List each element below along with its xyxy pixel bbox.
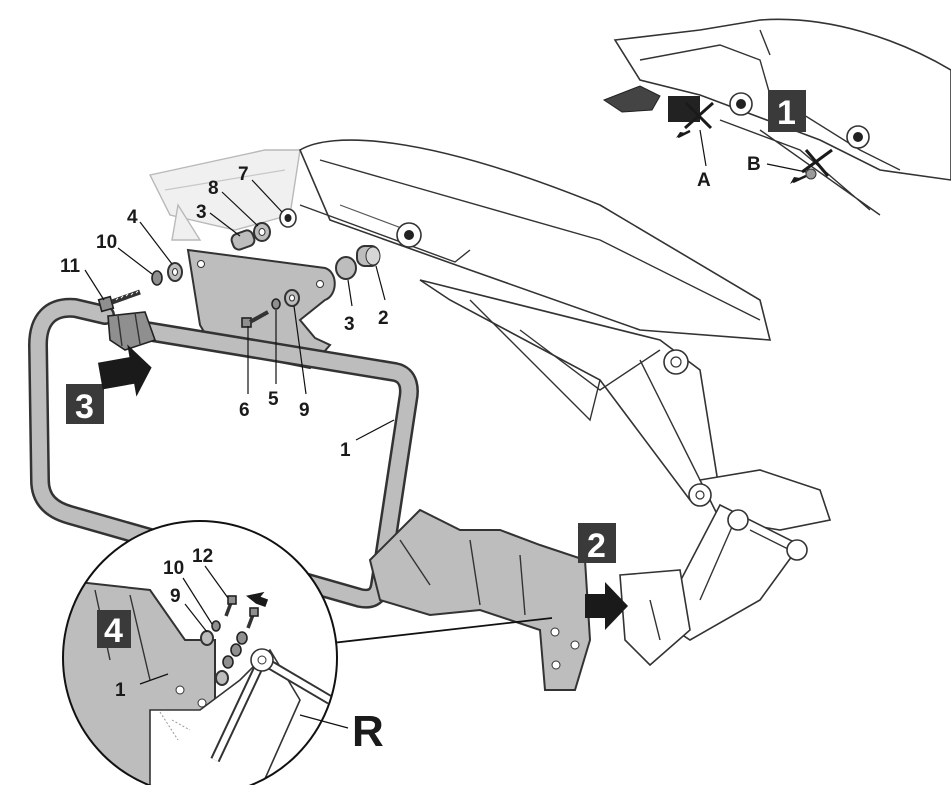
washer-5-9 [271, 289, 300, 310]
push-arrow-icon [97, 344, 152, 397]
callout-3-upper: 3 [196, 202, 207, 223]
step-badge-4 [97, 610, 131, 648]
label-a: A [697, 170, 711, 191]
callout-10: 10 [96, 232, 117, 253]
bolt-7 [279, 208, 297, 228]
callout-3-lower: 3 [344, 314, 355, 335]
remove-arrow-icon [676, 129, 807, 184]
push-arrow-icon [246, 591, 269, 608]
step-badge-3: 3 [66, 384, 104, 426]
washer-10 [151, 270, 163, 286]
push-arrow-icon [585, 582, 628, 630]
label-b: B [747, 154, 761, 175]
side-label-r: R [352, 707, 384, 756]
callout-7: 7 [238, 164, 249, 185]
bolt-6 [241, 310, 269, 328]
callout-2: 2 [378, 308, 389, 329]
bolt-11 [97, 289, 141, 313]
step-badge-1 [768, 90, 806, 132]
side-carrier-frame [28, 297, 592, 691]
callout-6: 6 [239, 400, 250, 421]
detail-circle-step-4: 4 10 12 9 1 [62, 520, 338, 790]
detail-callout-10: 10 [163, 558, 184, 579]
svg-text:1: 1 [777, 94, 796, 132]
step-badge-2: 2 [578, 523, 616, 565]
detail-callout-12: 12 [192, 546, 213, 567]
cross-out-icon [801, 148, 833, 177]
detail-callout-1: 1 [115, 680, 126, 701]
frame-bolt-upper [396, 222, 422, 248]
inset-step-1: 1 A B [602, 18, 951, 216]
svg-text:4: 4 [104, 612, 123, 650]
cross-out-icon [684, 101, 714, 130]
svg-text:2: 2 [587, 527, 606, 565]
frame-pivot-right [663, 349, 808, 561]
callout-4: 4 [127, 207, 138, 228]
callout-11: 11 [60, 256, 81, 277]
callout-numbers: 11 10 4 3 8 7 3 2 6 5 9 1 [60, 164, 389, 461]
callout-5: 5 [268, 389, 279, 410]
callout-1: 1 [340, 440, 351, 461]
spacer-8-3 [230, 222, 271, 251]
svg-text:3: 3 [75, 388, 94, 426]
callout-9: 9 [299, 400, 310, 421]
callout-8: 8 [208, 178, 219, 199]
lower-body-panel [619, 569, 691, 667]
detail-callout-9: 9 [170, 586, 181, 607]
spacer-3-2 [335, 245, 381, 280]
washer-4 [167, 262, 183, 282]
